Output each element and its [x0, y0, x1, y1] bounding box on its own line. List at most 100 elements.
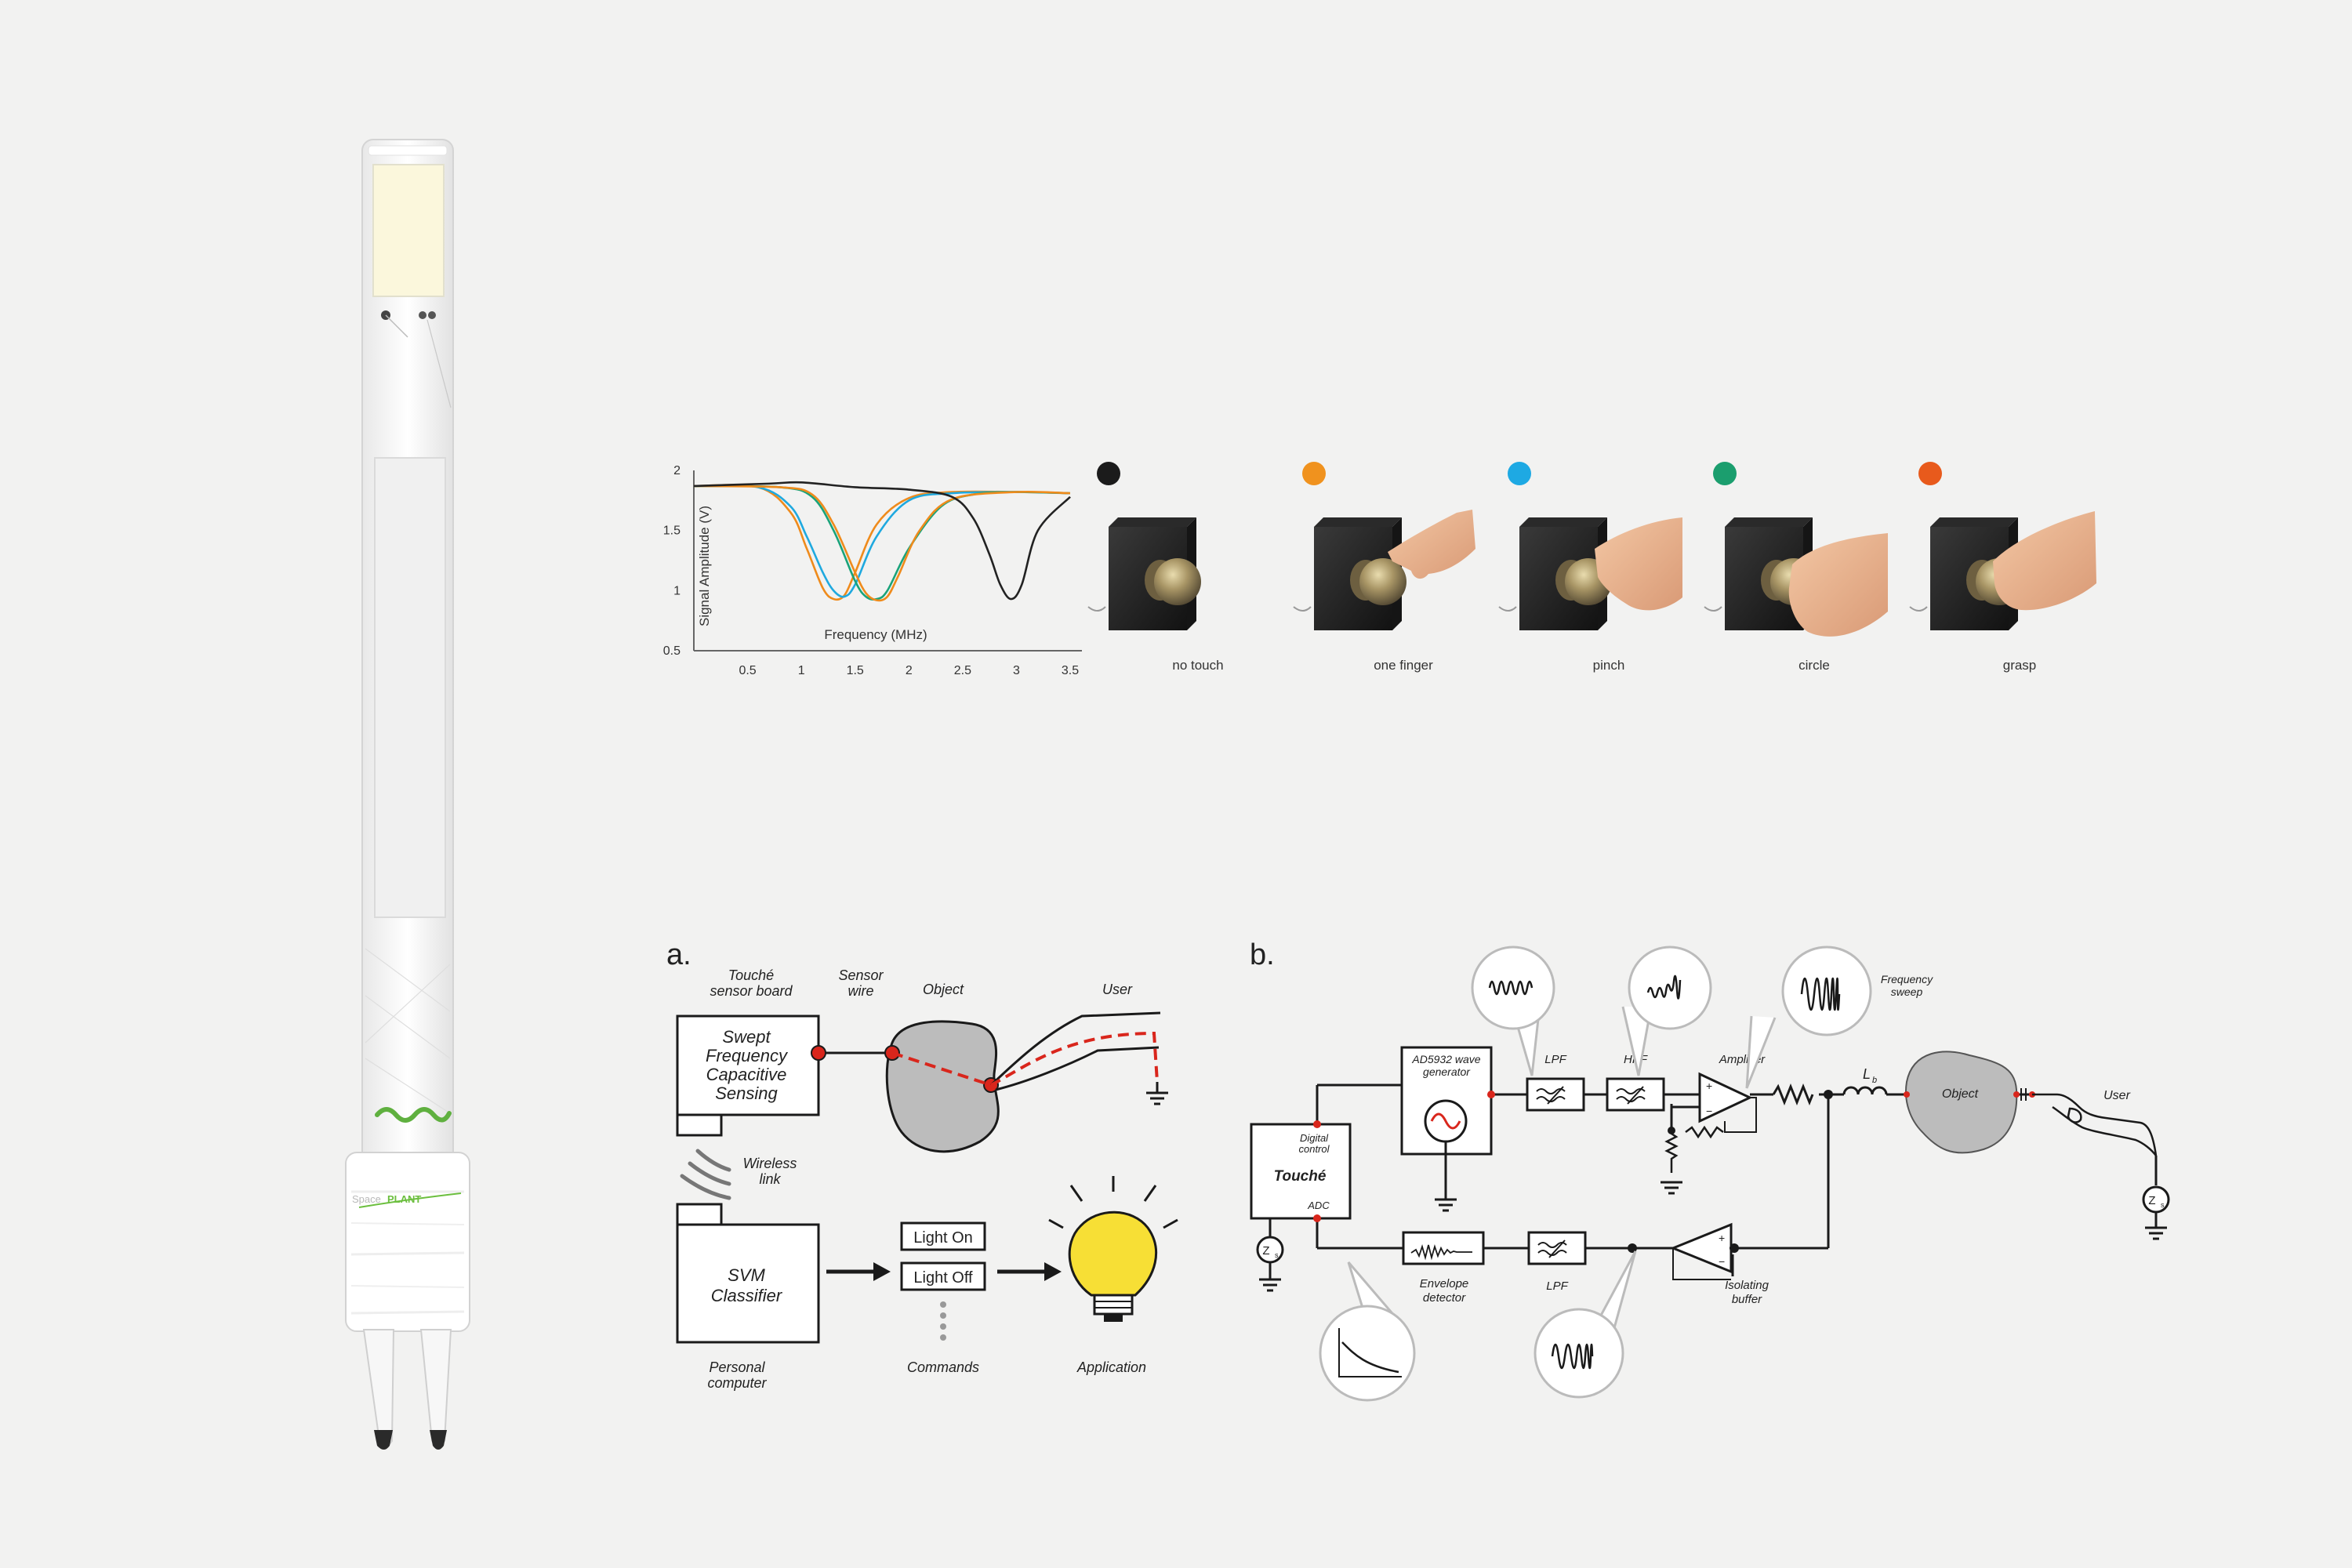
inductor-lb	[1842, 1086, 1888, 1095]
lpf-top-filter: LPF	[1526, 1053, 1585, 1112]
x-tick-label: 0.5	[739, 664, 756, 677]
gesture-item: one finger	[1293, 462, 1475, 673]
zs-right-sub: s	[2161, 1201, 2165, 1209]
gesture-label: one finger	[1374, 658, 1433, 673]
gesture-item: grasp	[1909, 462, 2096, 673]
svg-text:+: +	[1706, 1080, 1712, 1092]
object-label: Object	[923, 982, 964, 997]
sensor-cable	[1909, 606, 1928, 612]
gesture-color-dot	[1302, 462, 1326, 485]
diagram-a-panel-label: a.	[666, 938, 691, 971]
light-on-label: Light On	[913, 1229, 973, 1247]
knob	[1359, 558, 1406, 605]
sensor-cable	[1087, 606, 1106, 612]
gesture-color-dot	[1508, 462, 1531, 485]
ground-symbol	[1146, 1082, 1168, 1105]
light-on-command: Light On	[900, 1221, 986, 1251]
sensor-port-dot	[811, 1045, 826, 1061]
series-resistor	[1772, 1083, 1814, 1106]
callout-filtered-waveform	[1534, 1250, 1637, 1399]
light-bulb-icon	[1048, 1176, 1178, 1322]
svg-text:−: −	[1706, 1105, 1712, 1117]
leaf-wave-icon	[375, 1107, 452, 1123]
gesture-label: circle	[1798, 658, 1830, 673]
gesture-color-dot	[1097, 462, 1120, 485]
lpf-bottom-label: LPF	[1546, 1279, 1568, 1293]
gesture-color-dot	[1713, 462, 1737, 485]
lb-sub: b	[1872, 1076, 1877, 1085]
series-line-1	[693, 484, 1071, 598]
sensor-cable	[1293, 606, 1312, 612]
series-line-0	[693, 484, 1071, 601]
x-tick-label: 2.5	[954, 664, 971, 677]
arrow-to-application	[997, 1262, 1062, 1281]
object-blob	[885, 1020, 1000, 1153]
display-panel	[374, 457, 446, 918]
hand	[1595, 517, 1682, 611]
commands-label: Commands	[907, 1359, 979, 1375]
hand	[1993, 511, 2096, 611]
x-tick-label: 2	[906, 664, 913, 677]
object-blob-b	[1905, 1051, 2018, 1154]
gesture-color-dot	[1918, 462, 1942, 485]
user-b-label: User	[2103, 1089, 2130, 1102]
knob	[1154, 558, 1201, 605]
gesture-item: circle	[1704, 462, 1888, 673]
zs-right-label: Z	[2148, 1194, 2155, 1207]
user-hand-outline	[989, 1011, 1161, 1091]
svg-text:−: −	[1719, 1255, 1725, 1268]
lpf-top-label: LPF	[1544, 1053, 1566, 1066]
chart-ylabel: Signal Amplitude (V)	[697, 506, 712, 626]
chart-xlabel: Frequency (MHz)	[824, 627, 927, 642]
series-line-4	[693, 481, 1071, 601]
wireless-icon	[680, 1149, 731, 1200]
touche-label: Touché	[1274, 1168, 1327, 1185]
impedance-zs-right: Z s	[2142, 1185, 2170, 1240]
y-tick-label: 1	[673, 584, 681, 597]
light-off-label: Light Off	[913, 1269, 973, 1287]
sensor-cable	[1704, 606, 1722, 612]
x-tick-label: 3.5	[1062, 664, 1079, 677]
capacitor-gap	[2020, 1088, 2027, 1101]
brand-logo-prefix: Space	[352, 1193, 381, 1205]
stick-facets	[365, 948, 451, 1114]
x-tick-label: 1	[798, 664, 805, 677]
y-tick-label: 1.5	[663, 524, 681, 538]
brand-swoosh	[358, 1192, 462, 1208]
y-tick-label: 0.5	[663, 644, 681, 658]
light-off-command: Light Off	[900, 1261, 986, 1291]
callout-lpf-waveform	[1471, 946, 1555, 1076]
callout-sweep-waveform	[1745, 946, 1872, 1089]
indicator-dots	[381, 310, 452, 408]
more-commands-dots	[940, 1301, 946, 1341]
lb-label: L	[1863, 1066, 1871, 1082]
zs-left-label: Z	[1262, 1244, 1269, 1258]
lpf-bottom-filter: LPF	[1527, 1231, 1587, 1293]
diagram-b-panel-label: b.	[1250, 938, 1275, 971]
y-tick-label: 2	[673, 464, 681, 477]
callout-hpf-waveform	[1621, 946, 1712, 1076]
user-hand-icon	[2032, 1093, 2158, 1156]
hand	[1388, 510, 1475, 579]
impedance-zs-left: Z s	[1256, 1218, 1284, 1292]
gesture-label: grasp	[2003, 658, 2037, 673]
zs-left-sub: s	[1275, 1251, 1279, 1259]
hand	[1788, 533, 1888, 637]
soil-probes	[362, 1329, 452, 1450]
